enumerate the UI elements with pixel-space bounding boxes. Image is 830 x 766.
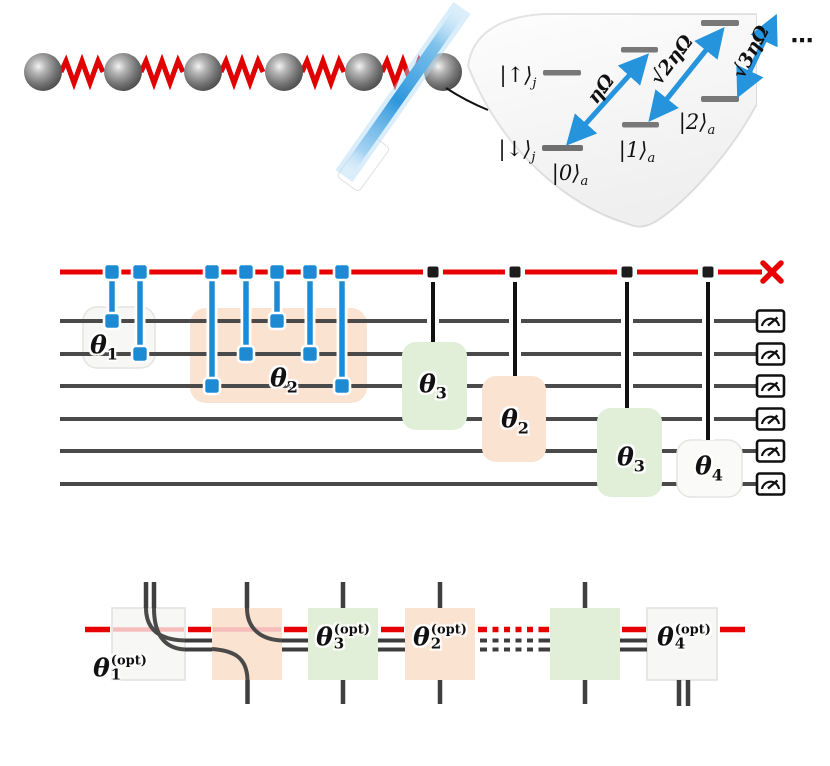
spring: [302, 61, 344, 83]
bus-control: [698, 262, 718, 440]
connector: [332, 262, 352, 396]
gate-box-theta2b: [482, 376, 546, 462]
gate-label-theta4: θ4: [695, 451, 723, 485]
bus-control: [423, 262, 443, 342]
spring: [221, 61, 263, 83]
bent-wires: [144, 607, 283, 681]
connector: [102, 262, 122, 331]
level-down-1: [622, 122, 659, 128]
ion-sphere: [24, 53, 62, 91]
spring: [61, 61, 103, 83]
gate-label-theta3b: θ3: [617, 442, 645, 476]
panel-b-level-scheme: [445, 13, 830, 228]
bus-controls: [423, 262, 718, 440]
ion-sphere: [265, 53, 303, 91]
gate-label-theta3: θ3: [419, 369, 447, 403]
measurement-gauge-icon: [755, 374, 786, 398]
level-up-0: [543, 70, 581, 76]
ket-0-a: |0⟩a: [551, 160, 589, 190]
ion-sphere: [104, 53, 142, 91]
ket-down-j: |↓⟩j: [498, 136, 536, 166]
ion-sphere: [184, 53, 222, 91]
measurement-gauge-icon: [755, 342, 786, 366]
ladder-ellipsis: ⋯: [790, 28, 816, 54]
discard-x-icon: [760, 260, 784, 284]
ion-sphere-addressed: [424, 53, 462, 91]
spring: [141, 61, 183, 83]
continuation-panel: [757, 13, 830, 105]
panel-c-circuit: [60, 260, 786, 498]
opt-label-theta4: θ(opt)4: [657, 622, 711, 652]
connector: [300, 262, 320, 364]
level-up-2: [701, 20, 739, 26]
ion-sphere: [345, 53, 383, 91]
measurement-gauge-icon: [755, 472, 786, 496]
panel-a-ion-chain: [24, 53, 462, 91]
opt-label-theta3: θ(opt)3: [316, 622, 370, 652]
measurement-gauge-icon: [755, 309, 786, 333]
coupling-arrow-3: [736, 13, 778, 99]
gate-label-theta1: θ1: [90, 330, 118, 364]
coupling-arrow-1: [565, 53, 650, 146]
coupling-arrow-2: [648, 26, 725, 123]
leg-stubs: [143, 582, 691, 706]
opt-box-5: [550, 608, 620, 680]
opt-box-4: [405, 608, 475, 680]
connector: [130, 262, 150, 364]
level-down-0: [542, 145, 583, 151]
panel-d-optimized-circuit: [85, 582, 745, 706]
bus-control: [617, 262, 637, 408]
laser: [335, 1, 471, 191]
opt-box-3: [308, 608, 378, 680]
connector: [202, 262, 222, 396]
measurement-gauge-icon: [755, 407, 786, 431]
level-up-1: [621, 47, 658, 53]
measurement-gauge-icon: [755, 439, 786, 463]
gate-label-theta2b: θ2: [501, 404, 529, 438]
gate-box-theta3b: [597, 408, 662, 497]
ket-up-j: |↑⟩j: [499, 62, 537, 92]
measurement-gauges: [755, 309, 786, 496]
bus-control: [505, 262, 525, 376]
connector: [267, 262, 287, 331]
ket-2-a: |2⟩a: [678, 109, 716, 139]
laser-beam: [339, 4, 467, 180]
opt-label-theta2: θ(opt)2: [413, 622, 467, 652]
opt-box-6: [646, 607, 718, 681]
level-down-2: [701, 96, 739, 102]
gate-box-theta3: [402, 342, 467, 430]
opt-label-theta1: θ(opt)1: [93, 653, 147, 683]
gate-label-theta2: θ2: [270, 363, 298, 397]
blue-connectors: [102, 262, 352, 396]
callout-line: [445, 87, 489, 111]
ellipsis-cut-marks: [487, 622, 539, 655]
connector: [236, 262, 256, 364]
ket-1-a: |1⟩a: [618, 137, 656, 167]
